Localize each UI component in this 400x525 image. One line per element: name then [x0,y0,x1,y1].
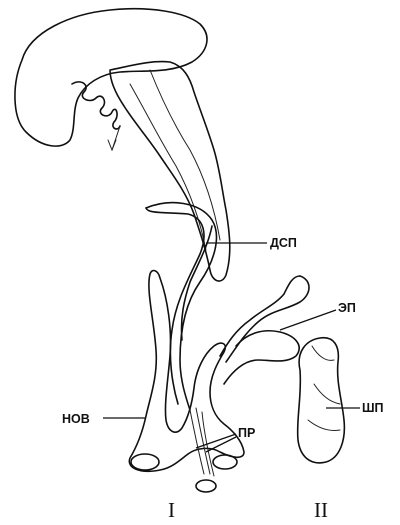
label-ep: ЭП [338,301,356,315]
panel-label-left: I [168,498,175,522]
label-pr: ПР [238,426,255,440]
leader-ep [280,310,336,330]
label-dsp: ДСП [270,236,297,250]
label-shp: ШП [362,401,384,415]
organ-II [298,338,345,463]
oviduct-tubes [146,203,216,410]
coiled-duct [72,82,120,150]
label-nov: НОВ [62,412,90,426]
epiphallus [220,276,309,384]
panel-label-right: II [314,498,328,522]
penial-retractor [190,408,214,476]
glandular-duct [110,62,230,281]
leader-lines [103,243,360,452]
